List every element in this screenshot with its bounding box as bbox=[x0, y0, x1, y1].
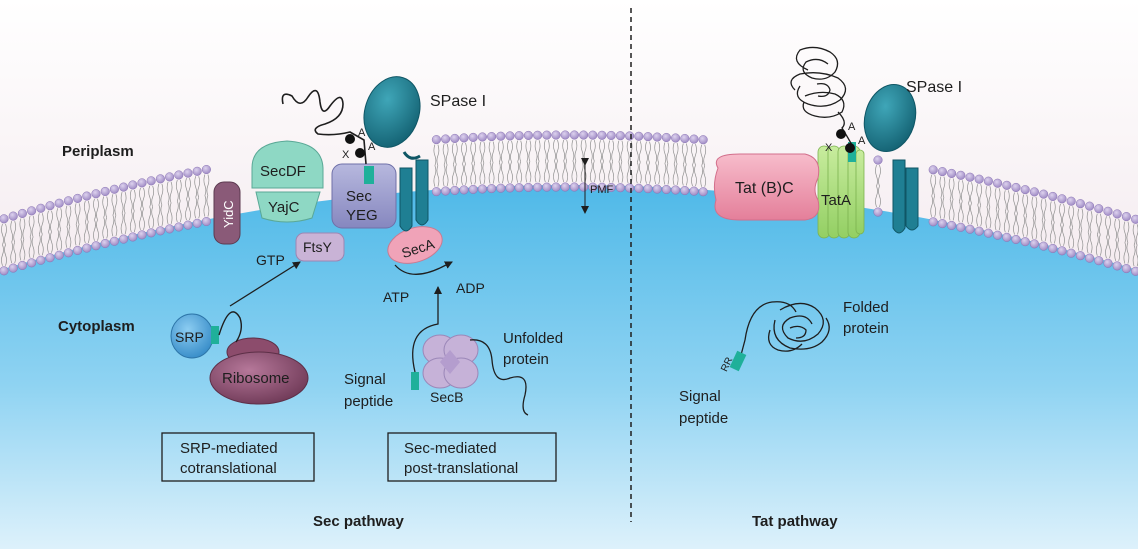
folded-label-2: protein bbox=[843, 320, 889, 337]
sec-pathway-title: Sec pathway bbox=[313, 513, 405, 530]
membrane-bilayer bbox=[0, 130, 1138, 276]
cytoplasmic-folded-protein bbox=[744, 301, 830, 352]
signal-peptide-sec-label-2: peptide bbox=[344, 393, 393, 410]
signal-peptide-tat-label-1: Signal bbox=[679, 388, 721, 405]
ftsy-protein bbox=[295, 232, 345, 262]
srp-mediated-box bbox=[161, 432, 315, 482]
axa-residue-tat-1 bbox=[836, 129, 846, 139]
cytoplasm-region bbox=[0, 185, 1138, 549]
srp-signal-peptide bbox=[211, 326, 219, 344]
secyeg-label-line2: YEG bbox=[346, 207, 378, 224]
periplasm-label: Periplasm bbox=[62, 143, 134, 160]
srp-mediated-label-2: cotranslational bbox=[180, 460, 277, 477]
unfolded-label-2: protein bbox=[503, 351, 549, 368]
a-residue-label-sec-2: A bbox=[368, 141, 376, 153]
srp-nascent-chain bbox=[218, 311, 243, 343]
spase-sec bbox=[363, 76, 429, 232]
secb-signal-peptide bbox=[411, 372, 419, 390]
a-residue-label-tat-2: A bbox=[858, 135, 866, 147]
secyeg-protein bbox=[331, 163, 397, 229]
yajc-label: YajC bbox=[268, 199, 300, 216]
tatbc-label: Tat (B)C bbox=[735, 180, 794, 197]
sec-mediated-label-2: post-translational bbox=[404, 460, 518, 477]
signal-peptide-tat-label-2: peptide bbox=[679, 410, 728, 427]
cytoplasm-label: Cytoplasm bbox=[58, 318, 135, 335]
a-residue-label-tat-1: A bbox=[848, 121, 856, 133]
ribosome-label: Ribosome bbox=[222, 370, 290, 387]
spase-tat bbox=[863, 84, 919, 234]
periplasmic-chain-sec bbox=[281, 89, 367, 165]
tat-pathway-title: Tat pathway bbox=[752, 513, 838, 530]
secb-to-seca-arrow bbox=[412, 286, 442, 373]
x-residue-label-tat: X bbox=[825, 142, 833, 154]
secyeg-signal-peptide bbox=[364, 166, 374, 184]
periplasmic-folded-protein bbox=[790, 46, 853, 146]
pmf-label: PMF bbox=[590, 184, 614, 196]
atp-label: ATP bbox=[383, 289, 409, 305]
signal-peptide-sec-label-1: Signal bbox=[344, 371, 386, 388]
srp-mediated-label-1: SRP-mediated bbox=[180, 440, 278, 457]
axa-residue-2 bbox=[355, 148, 365, 158]
tat-signal-peptide bbox=[729, 350, 747, 372]
adp-label: ADP bbox=[456, 280, 485, 296]
folded-label-1: Folded bbox=[843, 299, 889, 316]
secb-protein bbox=[422, 334, 479, 389]
gtp-label: GTP bbox=[256, 252, 285, 268]
ftsy-label: FtsY bbox=[303, 239, 332, 255]
secb-label: SecB bbox=[430, 389, 463, 405]
secdf-protein bbox=[251, 140, 324, 189]
unfolded-label-1: Unfolded bbox=[503, 330, 563, 347]
spase-tat-label: SPase I bbox=[906, 79, 962, 96]
sec-mediated-label-1: Sec-mediated bbox=[404, 440, 497, 457]
unfolded-protein-chain bbox=[469, 339, 529, 416]
tata-label: TatA bbox=[821, 192, 851, 209]
srp-label: SRP bbox=[175, 329, 204, 345]
tat-signal-linker bbox=[740, 339, 746, 356]
yajc-protein bbox=[255, 191, 321, 223]
secyeg-label-line1: Sec bbox=[346, 188, 372, 205]
tatbc-protein bbox=[713, 153, 820, 221]
secdf-label: SecDF bbox=[260, 163, 306, 180]
spase-sec-label: SPase I bbox=[430, 93, 486, 110]
srp-to-ftsy-arrow bbox=[229, 261, 301, 307]
ribosome-large-subunit bbox=[209, 351, 309, 405]
axa-residue-tat-2 bbox=[845, 143, 855, 153]
axa-residue-1 bbox=[345, 134, 355, 144]
yidc-protein bbox=[213, 181, 241, 245]
tata-protein bbox=[817, 145, 865, 239]
yidc-label: YidC bbox=[221, 200, 236, 228]
a-residue-label-sec-1: A bbox=[358, 127, 366, 139]
seca-adp-arrow bbox=[439, 261, 453, 269]
seca-atp-curve bbox=[394, 264, 441, 275]
x-residue-label-sec: X bbox=[342, 149, 350, 161]
sec-mediated-box bbox=[387, 432, 557, 482]
